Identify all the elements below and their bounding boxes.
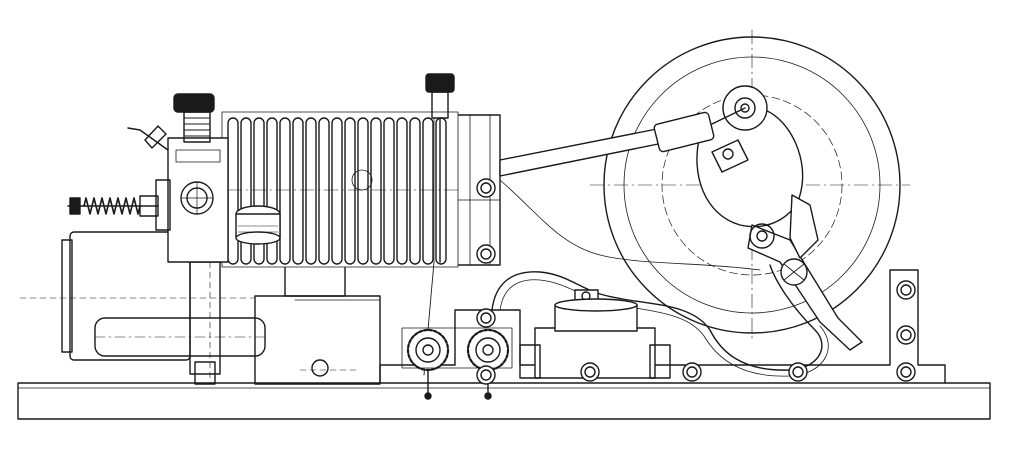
cylinder-fin [383,117,395,265]
cylinder-fin [318,117,330,265]
cylinder-fin [370,117,382,265]
carburettor-stand [189,261,381,385]
cylinder-fin [409,117,421,265]
cylinder-fin [357,117,369,265]
connecting-rod [499,107,746,177]
bolt-head [896,325,916,345]
cylinder-fin [435,117,447,265]
bolt-head [896,280,916,300]
bolt-head [896,362,916,382]
cylinder-fin [396,117,408,265]
cylinder-head [155,137,229,263]
valve-lever [747,194,863,351]
cylinder-fin [292,117,304,265]
bolt-head [788,362,808,382]
bolt-head [682,362,702,382]
base-plate [17,382,991,420]
frame-bolts [476,178,916,385]
cylinder-fin [422,117,434,265]
bolt-head [476,244,496,264]
bolt-head [476,308,496,328]
bolt-head [580,362,600,382]
bolt-head [476,365,496,385]
cylinder-fin [279,117,291,265]
crank-hub [696,85,804,228]
terminal-posts [401,327,513,400]
ignition-coil [519,298,671,379]
spark-plug [127,93,215,151]
hidden-lines [19,261,361,384]
cylinder-fin [227,117,239,265]
cylinder-fin [344,117,356,265]
adjusting-knob-left [67,195,159,217]
cylinder-fin [331,117,343,265]
bolt-head [476,178,496,198]
cylinder-fin [305,117,317,265]
fuel-tank [61,231,266,361]
knurled-cap [235,205,281,245]
terminal-post-left [406,328,450,400]
